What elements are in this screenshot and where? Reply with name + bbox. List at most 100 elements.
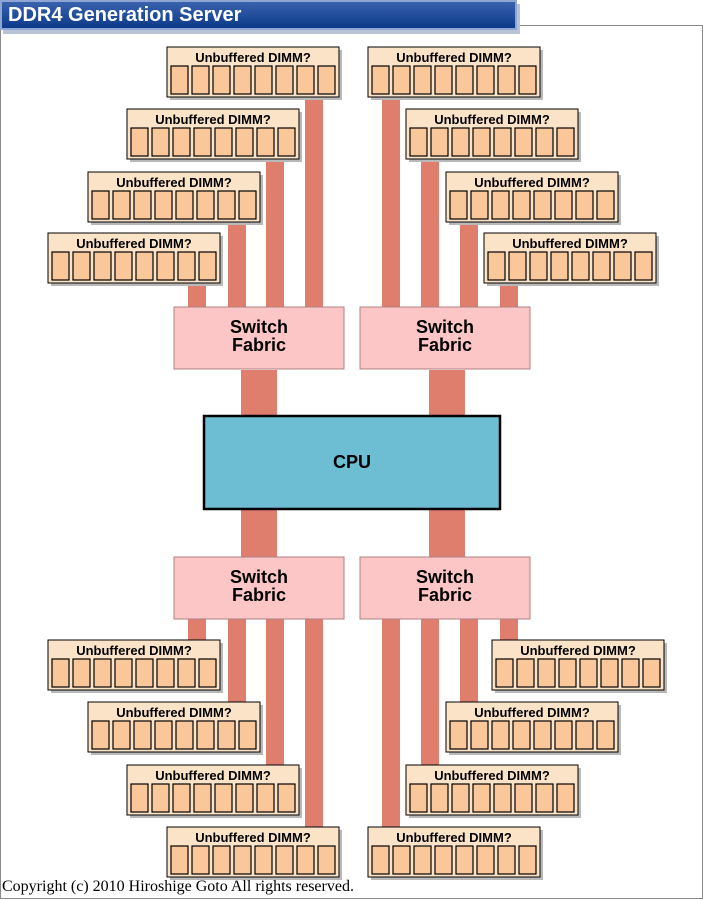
- dimm-modules: Unbuffered DIMM? Unbuffered DIMM? Unbuffer…: [47, 46, 667, 880]
- dram-chip: [413, 845, 432, 875]
- dram-chip: [600, 658, 619, 688]
- cpu-block: CPU: [202, 414, 502, 511]
- dram-chip: [491, 190, 510, 220]
- dram-chip: [579, 658, 598, 688]
- dram-chip: [642, 658, 661, 688]
- dimm-module: Unbuffered DIMM?: [126, 108, 302, 162]
- memory-bus: [188, 285, 206, 307]
- dimm-label: Unbuffered DIMM?: [155, 112, 271, 127]
- dram-chip: [51, 658, 70, 688]
- dram-chip: [533, 190, 552, 220]
- memory-bus: [188, 618, 206, 640]
- page-title: DDR4 Generation Server: [8, 4, 242, 26]
- dram-chip: [175, 720, 194, 750]
- memory-bus: [421, 160, 439, 307]
- dram-chip: [133, 720, 152, 750]
- dimm-module: Unbuffered DIMM?: [87, 171, 263, 225]
- dimm-module: Unbuffered DIMM?: [445, 701, 621, 755]
- switch-fabrics: SwitchFabricSwitchFabricSwitchFabricSwit…: [173, 306, 531, 620]
- dram-chip: [550, 251, 569, 281]
- dram-chip: [317, 65, 336, 95]
- dram-chip: [508, 251, 527, 281]
- dram-chip: [514, 783, 533, 813]
- dram-chip: [621, 658, 640, 688]
- dram-chip: [516, 658, 535, 688]
- fabric-label: Fabric: [232, 335, 286, 355]
- switch-fabric-box: [173, 306, 345, 370]
- memory-bus: [266, 618, 284, 765]
- dram-chip: [537, 658, 556, 688]
- dram-chip: [556, 783, 575, 813]
- dram-chip: [91, 720, 110, 750]
- dram-chip: [277, 783, 296, 813]
- title-bar: DDR4 Generation Server: [0, 0, 517, 30]
- dram-chip: [114, 251, 133, 281]
- dram-chip: [430, 783, 449, 813]
- memory-bus: [421, 618, 439, 765]
- dram-chip: [409, 783, 428, 813]
- dram-chip: [535, 783, 554, 813]
- dimm-module: Unbuffered DIMM?: [166, 826, 342, 880]
- dram-chip: [571, 251, 590, 281]
- dram-chip: [476, 65, 495, 95]
- dram-chip: [596, 190, 615, 220]
- fabric-label: Fabric: [232, 585, 286, 605]
- dimm-label: Unbuffered DIMM?: [116, 705, 232, 720]
- fabric-label: Fabric: [418, 335, 472, 355]
- dram-chip: [455, 65, 474, 95]
- memory-bus: [228, 618, 246, 703]
- switch-fabric-box: [359, 306, 531, 370]
- dram-chip: [193, 127, 212, 157]
- dram-chip: [212, 845, 231, 875]
- dram-chip: [470, 190, 489, 220]
- dram-chip: [518, 65, 537, 95]
- dram-chip: [254, 65, 273, 95]
- dram-chip: [575, 720, 594, 750]
- dram-chip: [470, 720, 489, 750]
- dram-chip: [196, 720, 215, 750]
- dimm-label: Unbuffered DIMM?: [195, 50, 311, 65]
- dimm-label: Unbuffered DIMM?: [520, 643, 636, 658]
- dram-chip: [371, 845, 390, 875]
- dram-chip: [317, 845, 336, 875]
- memory-bus: [429, 509, 465, 557]
- switch-label: Switch: [416, 317, 474, 337]
- dimm-label: Unbuffered DIMM?: [512, 236, 628, 251]
- dram-chip: [277, 127, 296, 157]
- dram-chip: [497, 845, 516, 875]
- dram-chip: [392, 845, 411, 875]
- dram-chip: [533, 720, 552, 750]
- copyright-notice: Copyright (c) 2010 Hiroshige Goto All ri…: [2, 878, 354, 895]
- dimm-label: Unbuffered DIMM?: [76, 643, 192, 658]
- dram-chip: [91, 190, 110, 220]
- dram-chip: [434, 65, 453, 95]
- dram-chip: [491, 720, 510, 750]
- dram-chip: [112, 720, 131, 750]
- dram-chip: [151, 127, 170, 157]
- memory-bus: [429, 370, 465, 416]
- dram-chip: [529, 251, 548, 281]
- dram-chip: [434, 845, 453, 875]
- memory-bus: [460, 618, 478, 703]
- dram-chip: [175, 190, 194, 220]
- memory-bus: [305, 98, 323, 307]
- dram-chip: [191, 845, 210, 875]
- dram-chip: [558, 658, 577, 688]
- dram-chip: [296, 845, 315, 875]
- switch-fabric-box: [359, 556, 531, 620]
- dimm-label: Unbuffered DIMM?: [396, 50, 512, 65]
- memory-bus: [500, 285, 518, 307]
- dimm-module: Unbuffered DIMM?: [483, 232, 659, 286]
- dimm-label: Unbuffered DIMM?: [116, 175, 232, 190]
- dram-chip: [535, 127, 554, 157]
- dram-chip: [112, 190, 131, 220]
- switch-fabric-box: [173, 556, 345, 620]
- dram-chip: [575, 190, 594, 220]
- bus-lines: [188, 98, 518, 828]
- dram-chip: [154, 190, 173, 220]
- dram-chip: [392, 65, 411, 95]
- dram-chip: [514, 127, 533, 157]
